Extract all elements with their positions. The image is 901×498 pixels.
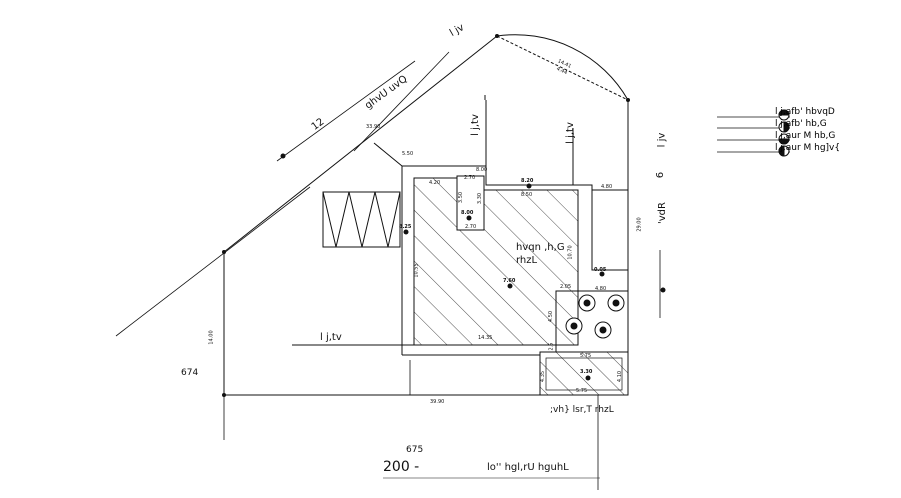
dim-330: 3.30 bbox=[477, 192, 484, 205]
level-markers bbox=[222, 34, 666, 397]
dim-575b: 5.75 bbox=[576, 388, 588, 394]
legend-item: l j,aur M hg]v{ bbox=[775, 143, 841, 153]
dim-1070: 10.70 bbox=[567, 245, 574, 260]
dim-1055: 10.55 bbox=[413, 263, 420, 278]
dim-800: 8.00 bbox=[476, 167, 488, 173]
dim-575a: 5.75 bbox=[580, 353, 592, 359]
trees bbox=[565, 294, 625, 339]
dim-350: 3.50 bbox=[458, 191, 465, 204]
plot-number-bottom: 675 bbox=[406, 445, 424, 455]
dim-diagonal-length: 33.90 bbox=[366, 124, 381, 130]
small-block-inner bbox=[545, 357, 623, 391]
main-block-label-2: rhzL bbox=[516, 255, 538, 266]
level-right: 0.05 bbox=[594, 267, 607, 273]
dim-410: 4.10 bbox=[617, 370, 624, 383]
dim-1400: 14.00 bbox=[208, 330, 215, 345]
main-block-label: hvqn ,h,G bbox=[516, 242, 565, 253]
dim-480a: 4.80 bbox=[601, 184, 613, 190]
dim-270a: 2.70 bbox=[464, 175, 476, 181]
dim-435: 4.35 bbox=[540, 370, 547, 383]
legend-lines bbox=[717, 116, 790, 153]
stair-block bbox=[322, 191, 401, 248]
dim-2900: 29.00 bbox=[636, 217, 643, 232]
dim-205: 2.05 bbox=[560, 284, 572, 290]
small-block-hatch bbox=[539, 351, 629, 396]
dim-550: 5.50 bbox=[402, 151, 414, 157]
bottom-title-label: lo'' hgl,rU hguhL bbox=[487, 462, 569, 473]
dim-480b: 4.80 bbox=[595, 286, 607, 292]
plot-number-left: 674 bbox=[181, 368, 199, 378]
road-lines bbox=[115, 51, 661, 490]
dim-270b: 2.70 bbox=[465, 224, 477, 230]
level-bottom: 3.30 bbox=[580, 369, 593, 375]
dim-420: 4.20 bbox=[429, 180, 441, 186]
inner-box bbox=[456, 175, 485, 231]
lane-label-top-right: l j,tv bbox=[564, 122, 576, 144]
level-left: 8.25 bbox=[399, 224, 412, 230]
right-road-text: 'vdR bbox=[656, 202, 668, 224]
dim-850: 8.50 bbox=[521, 192, 533, 198]
legend-item: l j,afb' hbvqD bbox=[775, 107, 835, 117]
right-road-number: 6 bbox=[655, 171, 667, 179]
legend-item: l j,aur M hb,G bbox=[775, 131, 836, 141]
lane-label-top-left: l j,tv bbox=[469, 114, 481, 136]
garden-area bbox=[555, 290, 629, 353]
dim-3990: 39.90 bbox=[430, 399, 445, 405]
level-top: 8.20 bbox=[521, 178, 534, 184]
dim-450: 4.50 bbox=[548, 310, 555, 323]
legend-item: l j,afb' hb,G bbox=[775, 119, 827, 129]
dim-1435: 14.35 bbox=[478, 335, 493, 341]
small-block-label: ;vh} lsr,T rhzL bbox=[550, 405, 614, 415]
dim-ext: 2.5 bbox=[548, 342, 555, 351]
level-mid: 7.60 bbox=[503, 278, 516, 284]
legend-symbols bbox=[778, 109, 790, 157]
lane-label-left: l j,tv bbox=[320, 332, 342, 343]
level-box: 8.00 bbox=[461, 210, 474, 216]
bottom-scale-label: 200 - bbox=[383, 459, 420, 475]
right-road-label: l jv bbox=[656, 132, 668, 148]
